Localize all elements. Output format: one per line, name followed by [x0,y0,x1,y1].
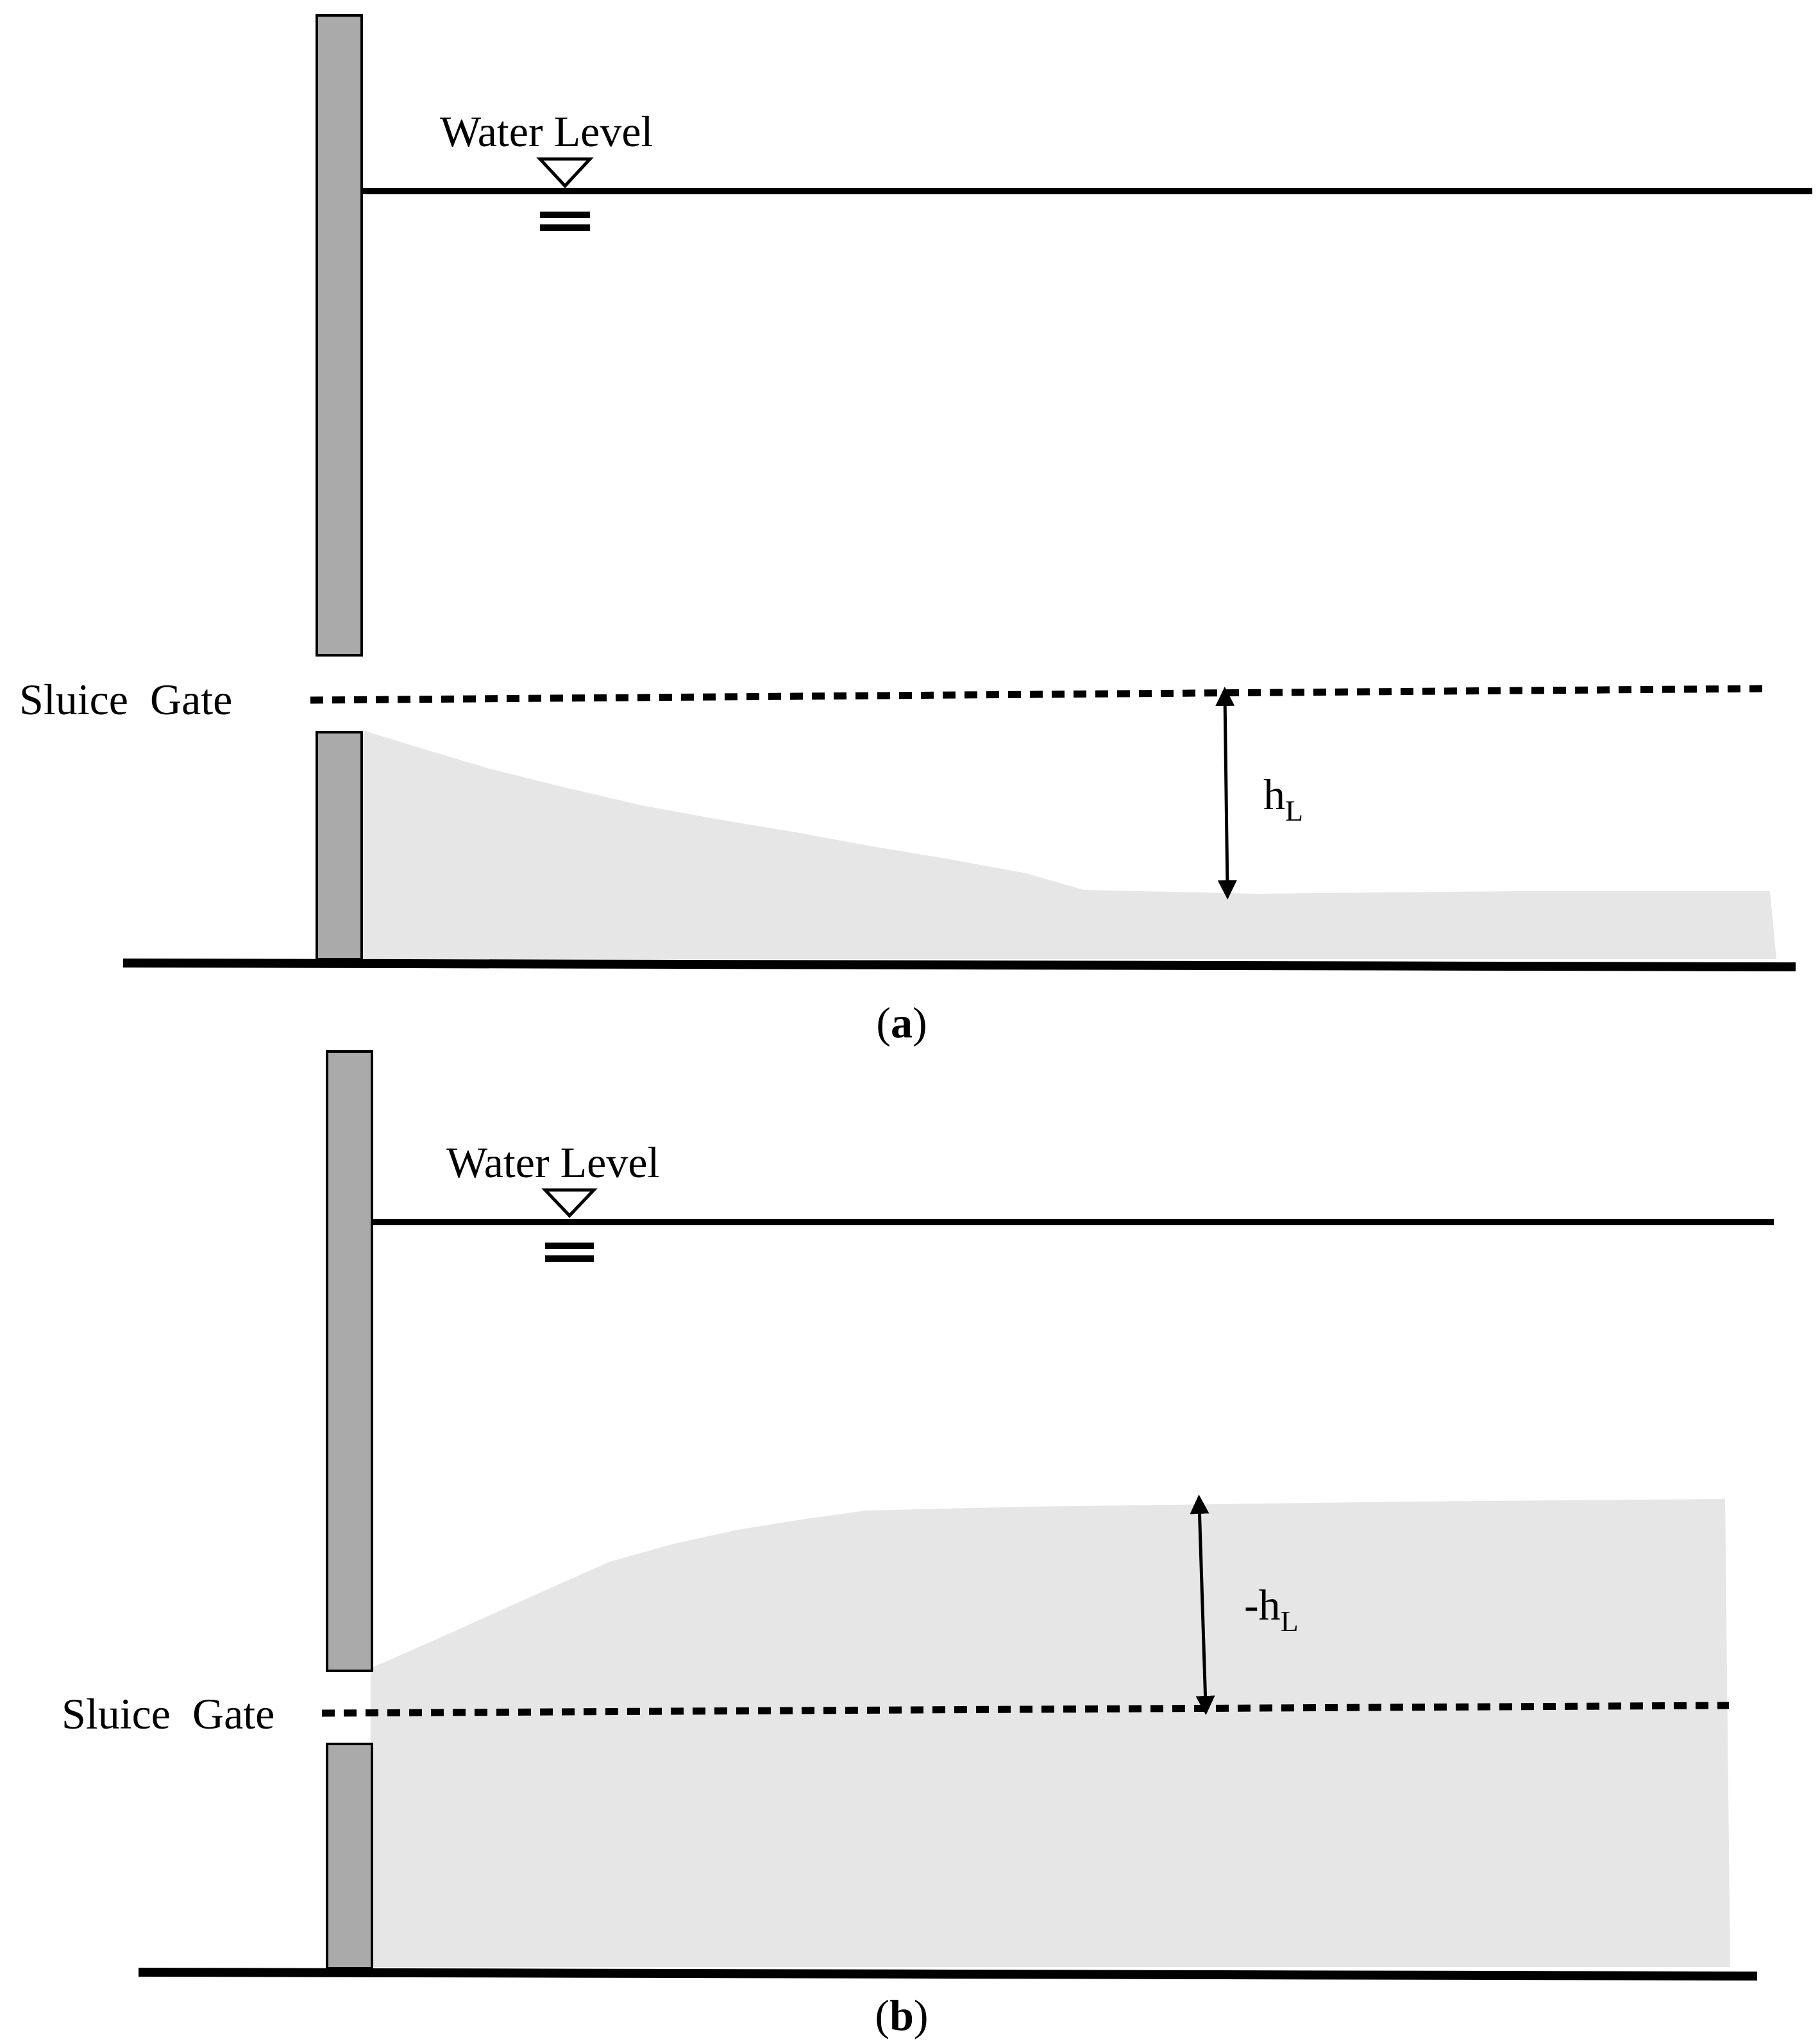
water-level-triangle-icon [536,157,594,188]
sluice-gate-lower-a [316,731,363,960]
panel-b: Water Level Sluice Gate -hL (b) [62,1050,1774,2040]
gate-reference-dotted-line-b [321,1702,1730,1717]
water-level-label-a: Water Level [440,107,653,156]
water-level-symbol-a [536,157,594,231]
sluice-gate-label-b: Sluice Gate [62,1689,274,1738]
panel-a: Water Level Sluice Gate hL (a) [19,14,1812,1047]
gate-reference-dotted-line-a [310,685,1765,704]
channel-bed-a [122,959,1796,971]
head-label-b: -hL [1244,1580,1299,1638]
head-arrow-b [1190,1495,1215,1715]
downstream-water-a [360,730,1776,959]
sluice-gate-upper-a [316,14,363,657]
head-label-a: hL [1263,770,1303,827]
downstream-water-b [371,1499,1730,1967]
sluice-gate-label-a: Sluice Gate [19,675,232,724]
water-level-symbol-b [541,1188,598,1262]
sluice-gate-lower-b [326,1743,373,1970]
sluice-gate-upper-b [326,1050,373,1672]
water-level-label-b: Water Level [446,1138,659,1187]
channel-bed-b [138,1968,1758,1981]
caption-b: (b) [875,1991,928,2040]
head-arrow-a [1215,687,1237,900]
water-level-triangle-icon [541,1188,598,1218]
caption-a: (a) [876,998,927,1047]
